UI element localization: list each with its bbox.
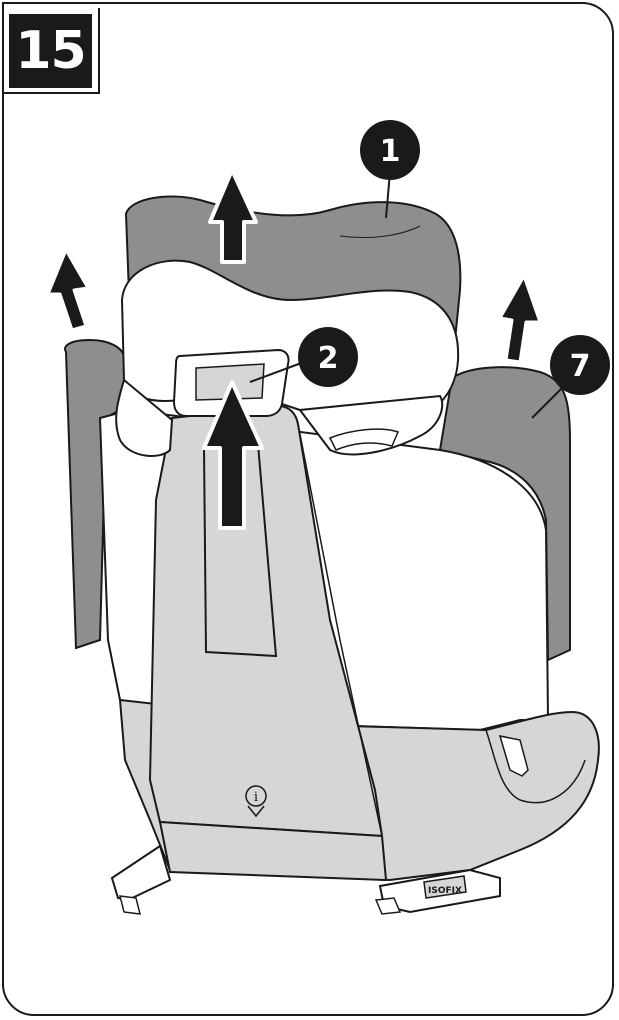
callout-7: 7: [550, 335, 610, 395]
right-wing-up-arrow: [500, 276, 540, 362]
svg-text:2: 2: [318, 341, 339, 376]
isofix-label: ISOFIX: [428, 886, 462, 896]
svg-text:i: i: [254, 790, 258, 805]
svg-text:1: 1: [380, 134, 401, 169]
isofix-connector-left: [112, 846, 170, 914]
callout-1: 1: [360, 120, 420, 180]
svg-text:7: 7: [570, 349, 591, 384]
callout-2: 2: [298, 327, 358, 387]
left-wing-up-arrow: [48, 250, 88, 330]
